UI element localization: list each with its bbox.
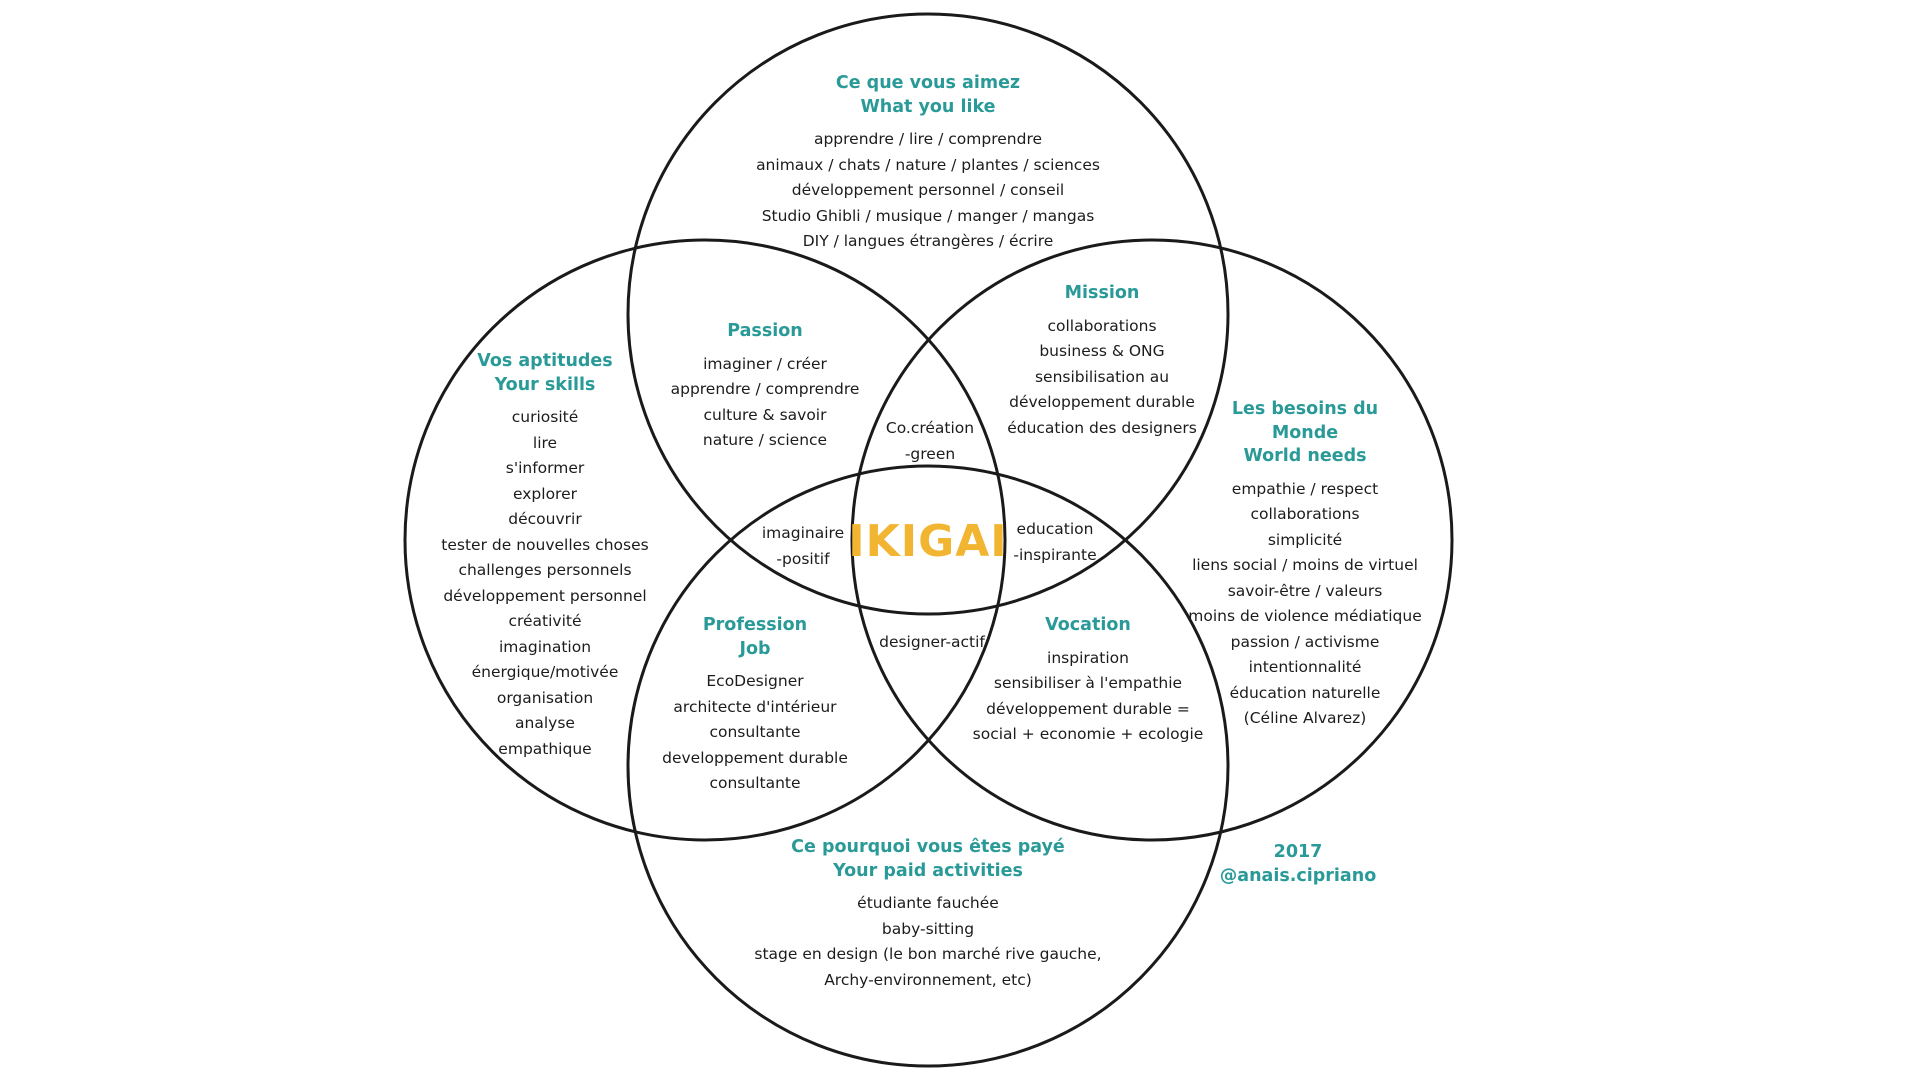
ikigai-center-label: IKIGAI bbox=[848, 516, 1008, 567]
section-mission-item: business & ONG bbox=[1039, 342, 1165, 360]
section-needs-item: éducation naturelle bbox=[1229, 683, 1381, 702]
section-skills-item: lire bbox=[532, 433, 558, 452]
section-skills-item: organisation bbox=[496, 688, 594, 707]
section-vocation-item: inspiration bbox=[1047, 648, 1129, 667]
section-needs-item: intentionnalité bbox=[1248, 658, 1362, 676]
credit-year: 2017 bbox=[1273, 842, 1323, 862]
section-skills-item: s'informer bbox=[505, 459, 585, 477]
section-profession-item: EcoDesigner bbox=[706, 672, 804, 690]
section-skills-item: challenges personnels bbox=[458, 561, 632, 579]
section-skills-item: tester de nouvelles choses bbox=[441, 535, 649, 554]
section-passion-item: imaginer / créer bbox=[703, 354, 827, 373]
section-passion-item: nature / science bbox=[702, 431, 828, 449]
section-mission-heading: Mission bbox=[1064, 283, 1140, 303]
section-mission: Mission collaborations business & ONG sensi… bbox=[1007, 282, 1197, 441]
section-like-item: Studio Ghibli / musique / manger / manga… bbox=[761, 206, 1095, 225]
section-skills-item: imagination bbox=[498, 637, 592, 656]
section-skills-item: analyse bbox=[515, 714, 575, 732]
section-passion-item: culture & savoir bbox=[703, 405, 827, 424]
triple-bottom: designer-actif bbox=[879, 630, 985, 656]
triple-left-line: -positif bbox=[776, 549, 830, 568]
section-skills-item: développement personnel bbox=[443, 586, 647, 605]
section-paid-heading: Ce pourquoi vous êtes payé bbox=[791, 837, 1065, 857]
section-needs-item: collaborations bbox=[1250, 505, 1360, 523]
section-needs-heading: Les besoins du bbox=[1231, 399, 1379, 419]
section-profession-item: developpement durable bbox=[662, 748, 848, 767]
section-skills-item: explorer bbox=[512, 484, 578, 503]
section-skills-item: curiosité bbox=[511, 408, 579, 426]
circle-world-needs bbox=[850, 238, 1454, 842]
credit-handle: @anais.cipriano bbox=[1219, 866, 1377, 886]
section-like-heading: What you like bbox=[860, 96, 996, 117]
section-mission-item: collaborations bbox=[1047, 316, 1157, 335]
section-skills-item: découvrir bbox=[508, 510, 582, 528]
section-passion: Passion imaginer / créer apprendre / compr… bbox=[671, 320, 860, 454]
credit: 2017 @anais.cipriano bbox=[1220, 840, 1376, 888]
section-like-item: développement personnel / conseil bbox=[791, 181, 1065, 199]
section-needs-item: liens social / moins de virtuel bbox=[1192, 556, 1418, 574]
section-needs-heading: World needs bbox=[1243, 446, 1367, 466]
section-mission-item: éducation des designers bbox=[1007, 418, 1197, 437]
section-vocation-item: développement durable = bbox=[986, 699, 1190, 718]
section-skills-item: énergique/motivée bbox=[471, 663, 619, 681]
section-mission-item: développement durable bbox=[1009, 393, 1195, 411]
circle-what-you-like bbox=[626, 12, 1230, 616]
section-skills-heading: Vos aptitudes bbox=[477, 351, 613, 371]
section-skills-item: empathique bbox=[498, 739, 592, 758]
section-skills-heading: Your skills bbox=[494, 374, 596, 395]
circle-your-skills bbox=[403, 238, 1007, 842]
section-needs-item: passion / activisme bbox=[1230, 632, 1380, 651]
section-paid-item: baby-sitting bbox=[881, 919, 975, 938]
section-like-item: DIY / langues étrangères / écrire bbox=[802, 232, 1054, 250]
section-paid-item: stage en design (le bon marché rive gauc… bbox=[754, 945, 1102, 963]
section-paid-item: Archy-environnement, etc) bbox=[824, 970, 1032, 989]
section-like-item: animaux / chats / nature / plantes / sci… bbox=[756, 155, 1100, 174]
section-profession-item: consultante bbox=[709, 774, 801, 792]
triple-left-line: imaginaire bbox=[761, 524, 845, 542]
section-profession-item: consultante bbox=[709, 723, 801, 741]
section-needs-item: simplicité bbox=[1267, 530, 1343, 549]
triple-top-line: -green bbox=[904, 444, 956, 463]
triple-bottom-line: designer-actif bbox=[879, 633, 985, 651]
triple-left: imaginaire -positif bbox=[762, 521, 844, 572]
circle-paid-activities bbox=[626, 464, 1230, 1068]
section-needs-heading: Monde bbox=[1271, 422, 1339, 443]
section-needs-item: savoir-être / valeurs bbox=[1227, 581, 1383, 600]
section-mission-item: sensibilisation au bbox=[1034, 367, 1170, 386]
section-paid-heading: Your paid activities bbox=[833, 860, 1023, 881]
section-vocation-item: sensibiliser à l'empathie bbox=[993, 674, 1183, 692]
triple-top-line: Co.création bbox=[885, 419, 975, 437]
section-needs-item: empathie / respect bbox=[1231, 479, 1379, 498]
section-skills-item: créativité bbox=[508, 612, 582, 630]
section-vocation: Vocation inspiration sensibiliser à l'empa… bbox=[973, 614, 1204, 748]
section-passion-heading: Passion bbox=[727, 321, 803, 341]
triple-right-line: education bbox=[1016, 520, 1094, 538]
section-profession-heading: Profession bbox=[702, 615, 808, 635]
section-like-item: apprendre / lire / comprendre bbox=[813, 130, 1043, 148]
section-passion-item: apprendre / comprendre bbox=[670, 380, 860, 398]
section-vocation-heading: Vocation bbox=[1045, 615, 1131, 635]
triple-right: education -inspirante bbox=[1013, 517, 1096, 568]
section-needs-item: moins de violence médiatique bbox=[1188, 607, 1422, 625]
triple-top: Co.création -green bbox=[886, 416, 974, 467]
section-profession-item: architecte d'intérieur bbox=[673, 697, 837, 716]
section-profession-heading: Job bbox=[739, 638, 771, 659]
section-needs-item: (Céline Alvarez) bbox=[1243, 709, 1367, 727]
section-like-heading: Ce que vous aimez bbox=[835, 73, 1021, 93]
triple-right-line: -inspirante bbox=[1013, 545, 1097, 564]
section-vocation-item: social + economie + ecologie bbox=[972, 725, 1204, 743]
section-paid-item: étudiante fauchée bbox=[857, 894, 999, 912]
